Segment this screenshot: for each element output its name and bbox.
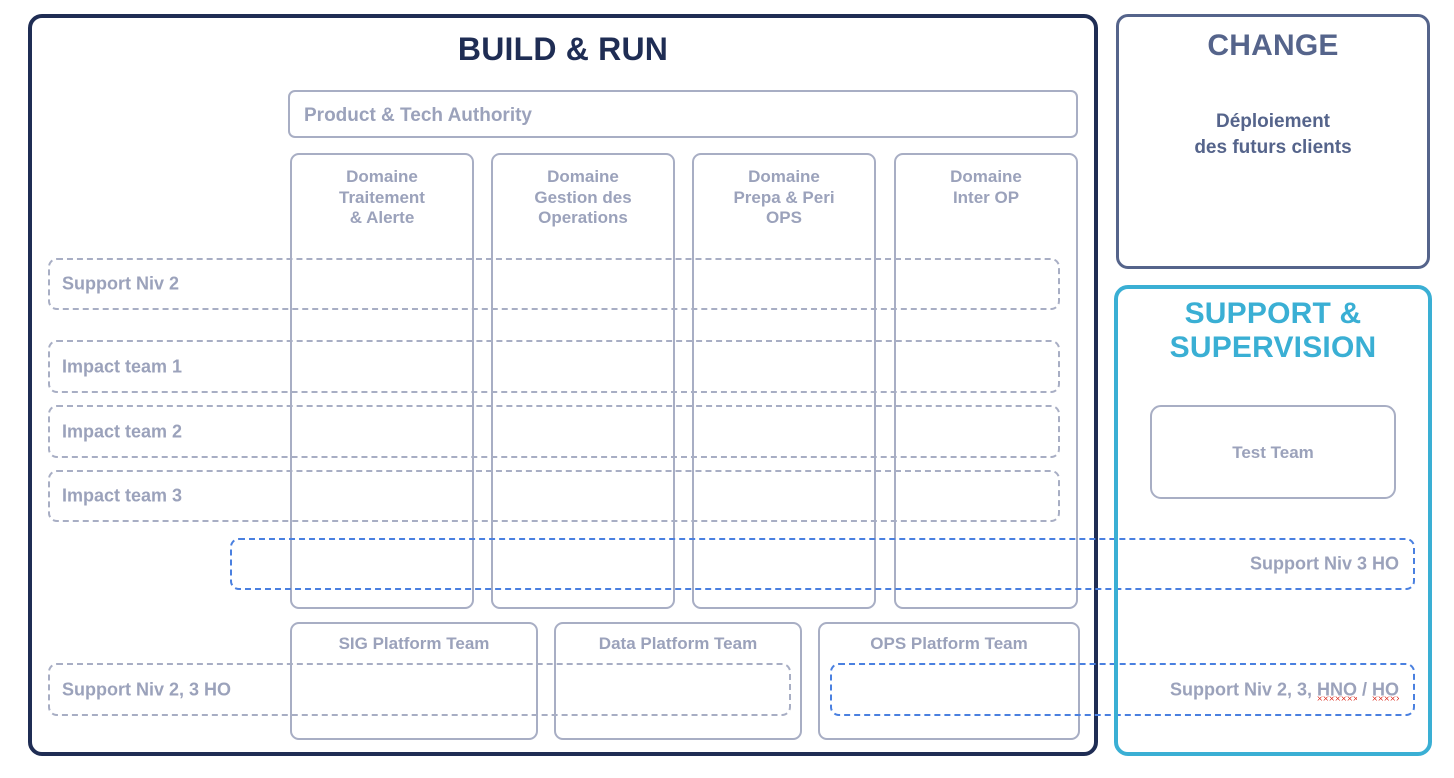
platform-team-data[interactable]: Data Platform Team (554, 622, 802, 740)
band-label: Impact team 2 (62, 421, 183, 441)
test-team-label: Test Team (1232, 443, 1314, 462)
support-supervision-panel: SUPPORT & SUPERVISION (1114, 285, 1432, 756)
platform-team-label: OPS Platform Team (870, 634, 1028, 653)
product-tech-authority-box[interactable]: Product & Tech Authority (288, 90, 1078, 138)
band-label-separator: / (1356, 679, 1372, 699)
band-impact-team-1[interactable]: Impact team 1 (48, 340, 1060, 393)
product-tech-authority-label: Product & Tech Authority (304, 105, 532, 126)
band-label: Support Niv 3 HO (1249, 553, 1399, 574)
band-label: Support Niv 2 (62, 273, 180, 294)
platform-team-label: Data Platform Team (598, 634, 758, 653)
band-label: Impact team 1 (62, 356, 183, 376)
change-subtitle-line-2: des futurs clients (1194, 136, 1352, 158)
change-subtitle: Déploiement des futurs clients (1119, 109, 1427, 160)
change-panel: CHANGE Déploiement des futurs clients (1116, 14, 1430, 269)
platform-team-label: SIG Platform Team (338, 634, 490, 653)
support-supervision-title: SUPPORT & SUPERVISION (1118, 297, 1428, 364)
band-label: Support Niv 2, 3, HNO / HO (1170, 679, 1399, 700)
support-title-line-2: SUPERVISION (1169, 330, 1377, 364)
band-impact-team-3[interactable]: Impact team 3 (48, 470, 1060, 522)
band-label-ho: HO (1372, 679, 1399, 699)
build-and-run-panel: BUILD & RUN (28, 14, 1098, 756)
band-label-hno: HNO (1316, 679, 1357, 699)
platform-team-ops[interactable]: OPS Platform Team (818, 622, 1080, 740)
platform-team-sig[interactable]: SIG Platform Team (290, 622, 538, 740)
band-support-niv-2-3-hno-ho[interactable]: Support Niv 2, 3, HNO / HO (830, 663, 1415, 716)
test-team-box[interactable]: Test Team (1150, 405, 1396, 499)
band-support-niv-2[interactable]: Support Niv 2 (48, 258, 1060, 310)
band-support-niv-3-ho[interactable]: Support Niv 3 HO (230, 538, 1415, 590)
band-label: Support Niv 2, 3 HO (62, 679, 232, 699)
build-and-run-title: BUILD & RUN (457, 31, 669, 67)
band-support-niv-2-3-ho[interactable]: Support Niv 2, 3 HO (48, 663, 791, 716)
support-title-line-1: SUPPORT & (1184, 297, 1362, 330)
change-subtitle-line-1: Déploiement (1215, 111, 1331, 132)
band-label: Impact team 3 (62, 485, 183, 506)
band-label-prefix: Support Niv 2, 3, (1169, 679, 1317, 699)
change-title: CHANGE (1207, 29, 1339, 62)
band-impact-team-2[interactable]: Impact team 2 (48, 405, 1060, 458)
